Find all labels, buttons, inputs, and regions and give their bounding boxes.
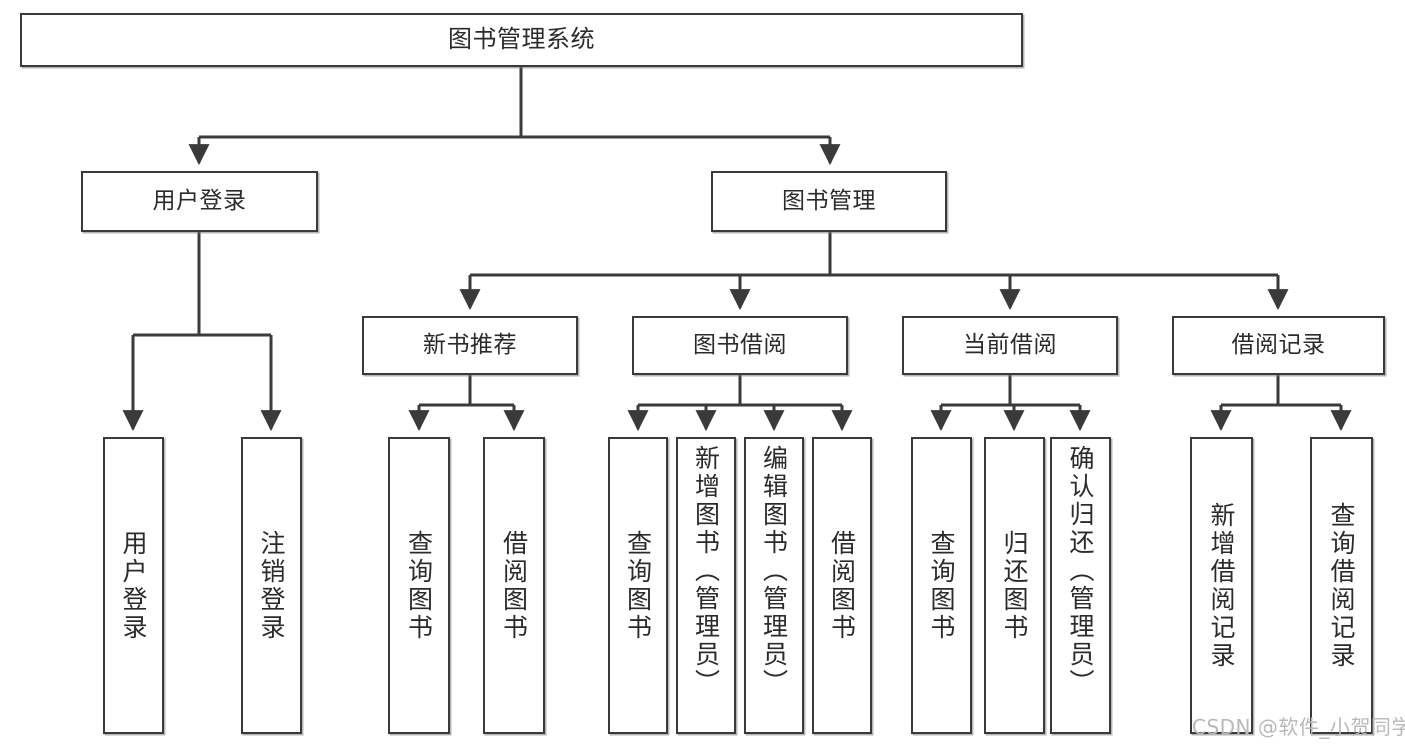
node-new-book-recommend[interactable]: 新书推荐 <box>362 316 578 375</box>
leaf-query-books-current-label: 查询图书 <box>927 529 956 642</box>
leaf-add-borrow-record-label: 新增借阅记录 <box>1207 501 1236 670</box>
leaf-logout[interactable]: 注销登录 <box>241 437 302 734</box>
leaf-lend-books[interactable]: 借阅图书 <box>812 437 872 734</box>
node-current-borrow[interactable]: 当前借阅 <box>902 316 1118 375</box>
leaf-return-books[interactable]: 归还图书 <box>984 437 1045 734</box>
leaf-query-books-new[interactable]: 查询图书 <box>388 437 450 734</box>
leaf-query-borrow-record[interactable]: 查询借阅记录 <box>1310 437 1373 734</box>
leaf-query-borrow-record-label: 查询借阅记录 <box>1327 501 1356 670</box>
node-user-login-label: 用户登录 <box>152 188 247 215</box>
leaf-user-login-label: 用户登录 <box>119 529 148 642</box>
node-borrow-records[interactable]: 借阅记录 <box>1172 316 1385 375</box>
leaf-query-books-borrow[interactable]: 查询图书 <box>608 437 668 734</box>
node-book-management[interactable]: 图书管理 <box>711 171 947 232</box>
node-book-borrow-label: 图书借阅 <box>693 332 787 359</box>
leaf-query-books-new-label: 查询图书 <box>404 529 434 642</box>
node-book-borrow[interactable]: 图书借阅 <box>632 316 848 375</box>
node-root[interactable]: 图书管理系统 <box>20 13 1023 67</box>
leaf-borrow-books-new[interactable]: 借阅图书 <box>483 437 545 734</box>
leaf-confirm-return-admin-label: 确认归还（管理员） <box>1066 445 1095 697</box>
node-borrow-records-label: 借阅记录 <box>1231 332 1326 359</box>
leaf-add-borrow-record[interactable]: 新增借阅记录 <box>1190 437 1253 734</box>
leaf-confirm-return-admin[interactable]: 确认归还（管理员） <box>1050 437 1111 734</box>
node-book-management-label: 图书管理 <box>782 188 876 215</box>
leaf-return-books-label: 归还图书 <box>1000 529 1029 642</box>
leaf-add-book-admin-label: 新增图书（管理员） <box>691 445 721 697</box>
leaf-borrow-books-new-label: 借阅图书 <box>499 529 529 642</box>
node-root-label: 图书管理系统 <box>448 25 595 54</box>
leaf-logout-label: 注销登录 <box>257 529 286 642</box>
leaf-query-books-borrow-label: 查询图书 <box>623 529 653 642</box>
leaf-edit-book-admin[interactable]: 编辑图书（管理员） <box>744 437 804 734</box>
leaf-lend-books-label: 借阅图书 <box>827 529 857 642</box>
node-new-book-recommend-label: 新书推荐 <box>423 332 517 359</box>
leaf-user-login[interactable]: 用户登录 <box>103 437 164 734</box>
leaf-add-book-admin[interactable]: 新增图书（管理员） <box>676 437 736 734</box>
node-user-login[interactable]: 用户登录 <box>81 171 318 232</box>
leaf-query-books-current[interactable]: 查询图书 <box>911 437 972 734</box>
leaf-edit-book-admin-label: 编辑图书（管理员） <box>759 445 789 697</box>
node-current-borrow-label: 当前借阅 <box>963 332 1057 359</box>
